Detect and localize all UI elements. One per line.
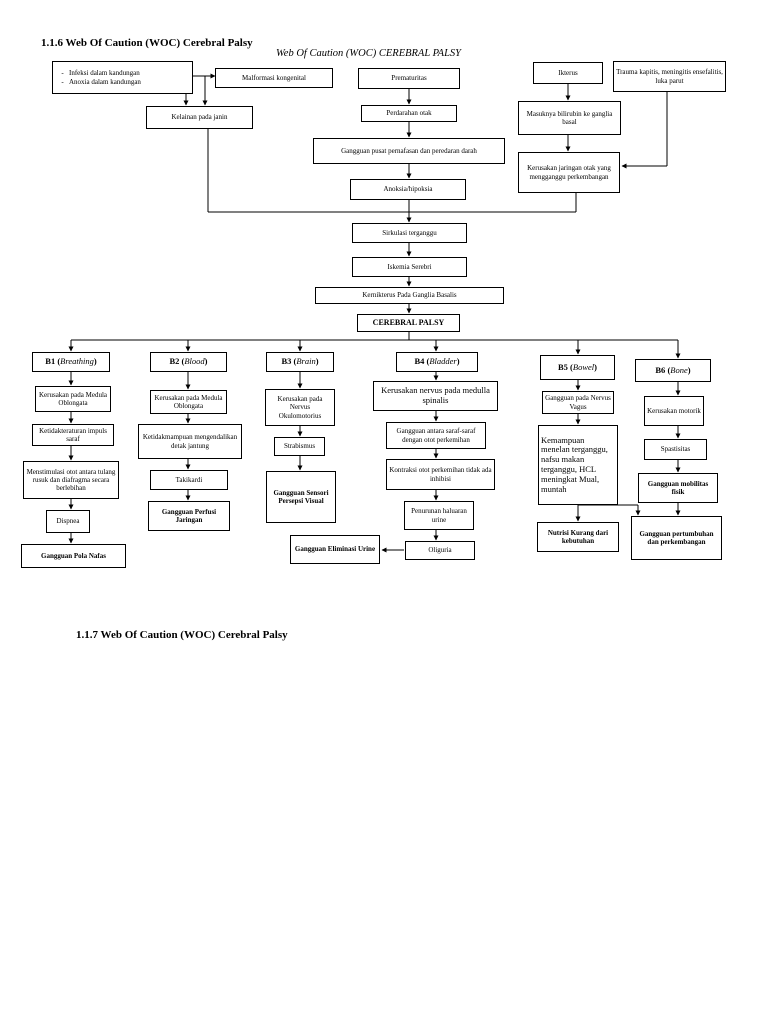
node-ikterus: Ikterus [533, 62, 603, 84]
b3-strabismus: Strabismus [274, 437, 325, 456]
b3-kerusakan-nervus: Kerusakan pada Nervus Okulomotorius [265, 389, 335, 426]
b1-kerusakan-medula: Kerusakan pada Medula Oblongata [35, 386, 111, 412]
header-b5: B5 (Bowel) [540, 355, 615, 380]
header-b1-term: Breathing [60, 356, 94, 367]
header-b1: B1 (Breathing) [32, 352, 110, 372]
node-cerebral-palsy: CEREBRAL PALSY [357, 314, 460, 332]
b4-oliguria: Oliguria [405, 541, 475, 560]
b2-kerusakan-medula: Kerusakan pada Medula Oblongata [150, 390, 227, 414]
b2-ketidakmampuan-detak-jantung: Ketidakmampuan mengendalikan detak jantu… [138, 424, 242, 459]
b4-penurunan-haluaran: Penurunan haluaran urine [404, 501, 474, 530]
header-b4-code: B4 [414, 356, 425, 367]
node-anoksia: Anoksia/hipoksia [350, 179, 466, 200]
section-heading-1-1-7: 1.1.7 Web Of Caution (WOC) Cerebral Pals… [76, 629, 288, 641]
b1-gangguan-pola-nafas: Gangguan Pola Nafas [21, 544, 126, 568]
node-kelainan-janin: Kelainan pada janin [146, 106, 253, 129]
node-trauma-kapitis: Trauma kapitis, meningitis ensefalitis, … [613, 61, 726, 92]
b4-kontraksi-otot: Kontraksi otot perkemihan tidak ada inhi… [386, 459, 495, 490]
b3-gangguan-sensori: Gangguan Sensori Persepsi Visual [266, 471, 336, 523]
node-infeksi-item: Infeksi dalam kandungan [69, 69, 141, 77]
b4-gangguan-saraf-otot: Gangguan antara saraf-saraf dengan otot … [386, 422, 486, 449]
header-b3: B3 (Brain) [266, 352, 334, 372]
node-sirkulasi: Sirkulasi terganggu [352, 223, 467, 243]
header-b2-code: B2 [169, 356, 180, 367]
b5-kemampuan-menelan: Kemampuan menelan terganggu, nafsu makan… [538, 425, 618, 505]
header-b5-code: B5 [558, 361, 568, 372]
node-anoxia-item: Anoxia dalam kandungan [69, 78, 141, 86]
node-bilirubin: Masuknya bilirubin ke ganglia basal [518, 101, 621, 135]
b6-gangguan-mobilitas: Gangguan mobilitas fisik [638, 473, 718, 503]
header-b2: B2 (Blood) [150, 352, 227, 372]
b1-dispnea: Dispnea [46, 510, 90, 533]
node-infeksi-anoxia: Infeksi dalam kandungan Anoxia dalam kan… [52, 61, 193, 94]
header-b3-code: B3 [281, 356, 292, 367]
header-b6-code: B6 [655, 364, 666, 375]
b6-kerusakan-motorik: Kerusakan motorik [644, 396, 704, 426]
header-b6: B6 (Bone) [635, 359, 711, 382]
header-b6-term: Bone [670, 364, 688, 375]
header-b4-term: Bladder [429, 356, 457, 367]
b1-menstimulasi-otot: Menstimulasi otot antara tulang rusuk da… [23, 461, 119, 499]
b5-gangguan-nervus-vagus: Gangguan pada Nervus Vagus [542, 391, 614, 414]
section-heading-1-1-6: 1.1.6 Web Of Caution (WOC) Cerebral Pals… [41, 37, 253, 49]
node-prematuritas: Prematuritas [358, 68, 460, 89]
b4-gangguan-eliminasi-urine: Gangguan Eliminasi Urine [290, 535, 380, 564]
node-malformasi: Malformasi kongenital [215, 68, 333, 88]
b2-takikardi: Takikardi [150, 470, 228, 490]
node-kernikterus: Kernikterus Pada Ganglia Basalis [315, 287, 504, 304]
b2-gangguan-perfusi: Gangguan Perfusi Jaringan [148, 501, 230, 531]
node-kerusakan-jaringan-otak: Kerusakan jaringan otak yang mengganggu … [518, 152, 620, 193]
header-b5-term: Bowel [572, 361, 595, 372]
b6-gangguan-pertumbuhan: Gangguan pertumbuhan dan perkembangan [631, 516, 722, 560]
header-b3-term: Brain [296, 356, 316, 367]
node-gangguan-pusat: Gangguan pusat pernafasan dan peredaran … [313, 138, 505, 164]
header-b4: B4 (Bladder) [396, 352, 478, 372]
b6-spastisitas: Spastisitas [644, 439, 707, 460]
header-b2-term: Blood [184, 356, 205, 367]
b1-ketidakteraturan-impuls: Ketidakteraturan impuls saraf [32, 424, 114, 446]
b4-kerusakan-nervus-medulla: Kerusakan nervus pada medulla spinalis [373, 381, 498, 411]
node-perdarahan-otak: Perdarahan otak [361, 105, 457, 122]
node-iskemia: Iskemia Serebri [352, 257, 467, 277]
diagram-subtitle: Web Of Caution (WOC) CEREBRAL PALSY [276, 48, 462, 59]
b5-nutrisi-kurang: Nutrisi Kurang dari kebutuhan [537, 522, 619, 552]
header-b1-code: B1 [45, 356, 56, 367]
